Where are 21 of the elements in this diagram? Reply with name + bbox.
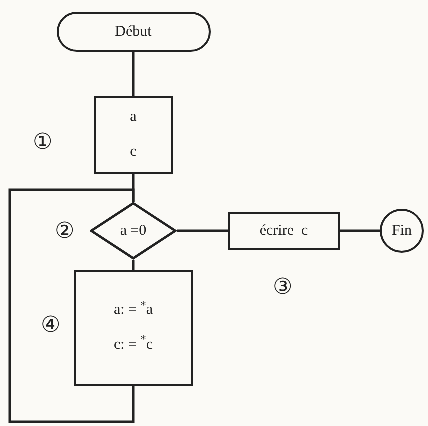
connector-line xyxy=(340,230,380,232)
step-number: ① xyxy=(33,131,53,153)
node-text: a: = $^{*}$a xyxy=(114,301,154,320)
node-text: écrire c xyxy=(260,222,308,240)
step-number: ② xyxy=(55,220,75,242)
connector-line xyxy=(132,52,135,96)
step-number: ③ xyxy=(273,276,293,298)
node-text: a xyxy=(130,108,137,127)
step-number: ④ xyxy=(41,314,61,336)
terminal-shape xyxy=(56,12,210,52)
process-box xyxy=(74,270,193,386)
output-box xyxy=(228,212,340,250)
node-text: Début xyxy=(115,22,152,42)
process-box xyxy=(94,96,173,174)
node-text: c: = $^{*}$c xyxy=(114,336,154,355)
node-text: a =0 xyxy=(120,222,147,240)
connector-line xyxy=(177,230,228,232)
node-text: c xyxy=(130,143,137,162)
node-text: Fin xyxy=(392,222,412,240)
connector-line xyxy=(8,188,135,424)
connector-line xyxy=(132,260,135,270)
